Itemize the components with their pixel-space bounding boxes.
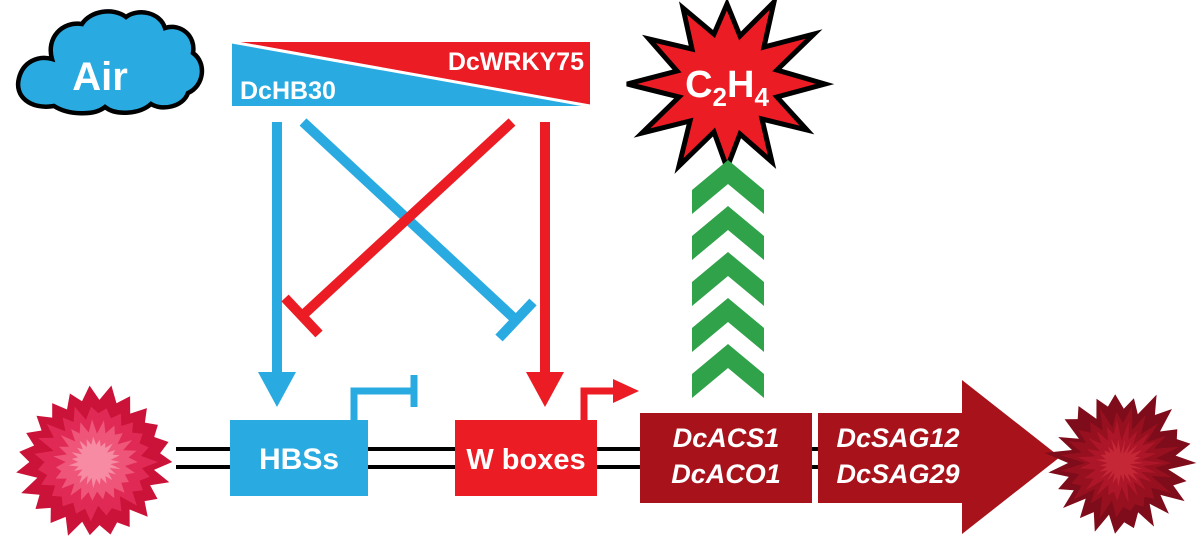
cloud-icon: [15, 9, 205, 116]
chevron-up-icon: [692, 298, 764, 352]
hbs-label: HBSs: [259, 443, 339, 476]
dchb30-represses-dcwrky75-inhibitor: [299, 118, 537, 342]
promoter-arrowhead: [613, 379, 639, 403]
arrowhead-icon: [526, 372, 564, 407]
dcacs1-label: DcACS1: [673, 423, 780, 453]
dcwrky75-represses-dchb30-inhibitor: [281, 118, 516, 338]
wbox-box-shape: [455, 420, 597, 496]
hbs-box-shape: [230, 420, 368, 496]
flower-petal-layer: [1095, 438, 1145, 487]
inhibitor-bar-icon: [281, 294, 323, 338]
wbox-promoter-box: W boxes: [455, 379, 639, 496]
blocked-transcription-icon: [350, 375, 418, 420]
flower-petal-layer: [68, 436, 121, 489]
fresh-flower-image: [16, 385, 173, 536]
wilted-flower-image: [1044, 394, 1197, 534]
chevron-up-icon: [692, 252, 764, 306]
expression-gradient-bar: DcHB30 DcWRKY75: [231, 40, 591, 108]
air-cloud: Air: [15, 9, 205, 116]
chevron-up-icon: [692, 160, 764, 214]
active-transcription-icon: [580, 379, 639, 420]
dcsag29-label: DcSAG29: [836, 459, 959, 489]
dcwrky75-label: DcWRKY75: [448, 48, 584, 76]
wedge-divider: [231, 40, 591, 108]
dcwrky75-activates-wbox-arrow: [526, 122, 564, 407]
genes-box-shape: [640, 413, 812, 503]
arrowhead-icon: [258, 372, 296, 407]
dcsag12-label: DcSAG12: [836, 423, 959, 453]
dcaco1-label: DcACO1: [671, 459, 781, 489]
hbs-promoter-box: HBSs: [230, 375, 418, 496]
regulatory-arrows: [258, 118, 564, 407]
chevron-up-icon: [692, 206, 764, 260]
ethylene-induction-chevrons: [692, 160, 764, 398]
ethylene-label: C2H4: [685, 64, 769, 112]
promoter-bent-line: [350, 387, 411, 420]
inhibitor-shaft: [298, 118, 516, 320]
chevron-up-icon: [692, 344, 764, 398]
ethylene-biosynthesis-genes-box: DcACS1 DcACO1: [640, 413, 812, 503]
air-label: Air: [72, 55, 128, 99]
dchb30-label: DcHB30: [240, 77, 336, 105]
wbox-label: W boxes: [466, 444, 585, 476]
inhibitor-bar-icon: [495, 298, 537, 342]
promoter-bent-line: [580, 387, 615, 420]
dchb30-activates-hbs-arrow: [258, 122, 296, 407]
senescence-genes-arrow: DcSAG12 DcSAG29: [818, 380, 1060, 534]
big-arrow-shape: [818, 380, 1060, 534]
ethylene-burst: C2H4: [626, 0, 835, 176]
